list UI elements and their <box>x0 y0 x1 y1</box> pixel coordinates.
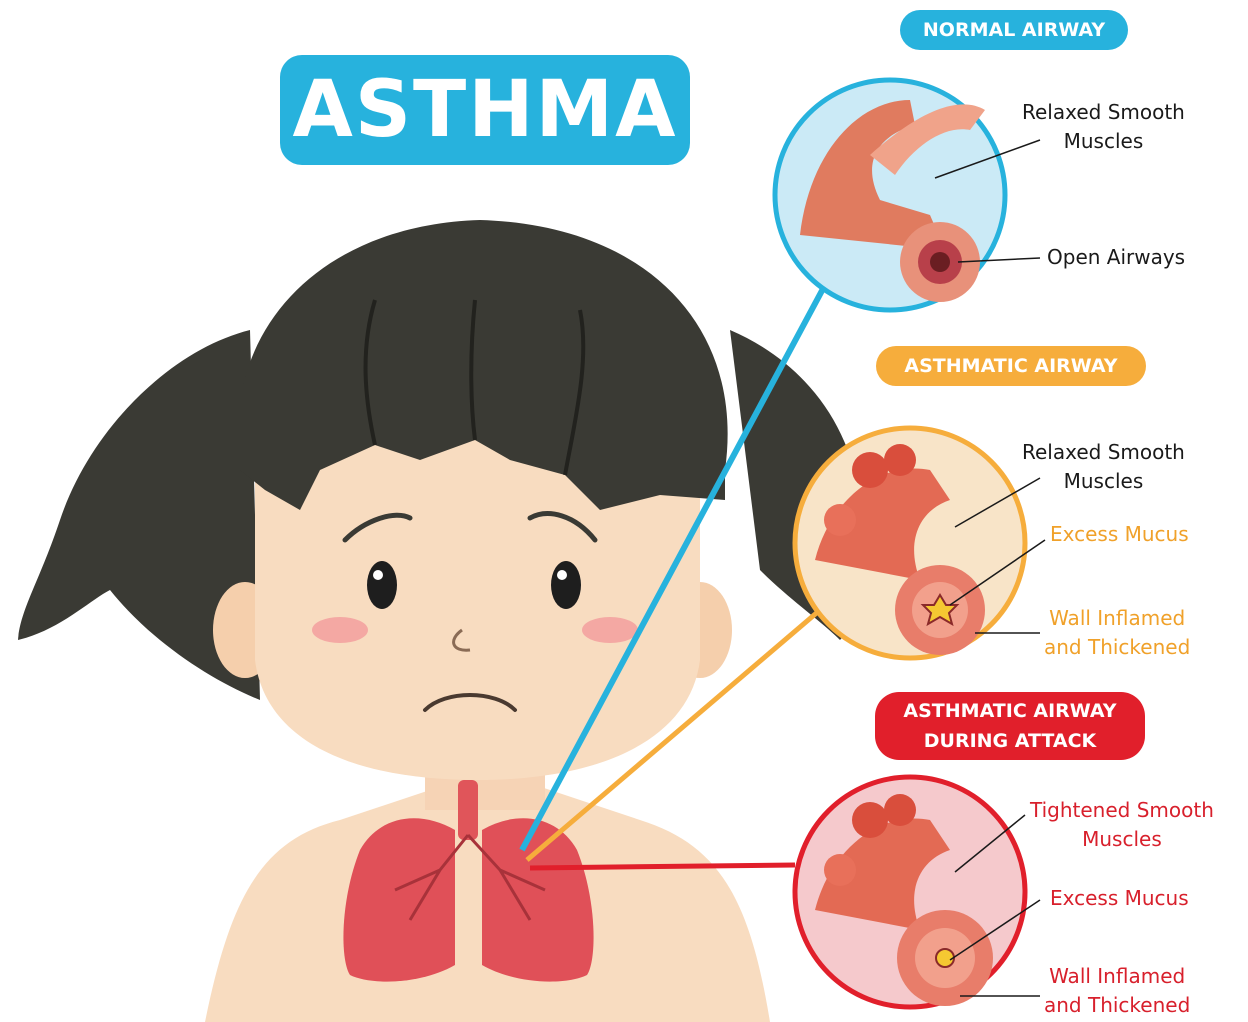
asthmatic-mucus-label: Excess Mucus <box>1050 520 1189 549</box>
asthmatic-wall-line1: Wall Inflamed <box>1044 604 1190 633</box>
normal-relaxed-line1: Relaxed Smooth <box>1022 98 1185 127</box>
normal-airway-circle <box>775 80 1005 310</box>
attack-mucus-label: Excess Mucus <box>1050 884 1189 913</box>
attack-airway-heading: ASTHMATIC AIRWAY DURING ATTACK <box>875 692 1145 760</box>
right-cheek <box>582 617 638 643</box>
asthmatic-relaxed-line2: Muscles <box>1022 467 1185 496</box>
right-eye <box>551 561 581 609</box>
asthmatic-relaxed-label: Relaxed Smooth Muscles <box>1022 438 1185 496</box>
asthmatic-relaxed-line1: Relaxed Smooth <box>1022 438 1185 467</box>
asthmatic-airway-circle <box>795 428 1025 658</box>
attack-tight-line1: Tightened Smooth <box>1030 796 1214 825</box>
left-eye-highlight <box>373 570 383 580</box>
attack-airway-lumen <box>936 949 954 967</box>
attack-heading-line2: DURING ATTACK <box>875 726 1145 756</box>
left-cheek <box>312 617 368 643</box>
attack-airway-circle <box>795 777 1025 1007</box>
trachea <box>458 780 478 840</box>
attack-wall-line2: and Thickened <box>1044 991 1190 1020</box>
attack-tight-line2: Muscles <box>1030 825 1214 854</box>
right-eye-highlight <box>557 570 567 580</box>
left-eye <box>367 561 397 609</box>
page-title: ASTHMA <box>280 55 690 165</box>
attack-heading-line1: ASTHMATIC AIRWAY <box>875 696 1145 726</box>
normal-relaxed-label: Relaxed Smooth Muscles <box>1022 98 1185 156</box>
attack-tight-label: Tightened Smooth Muscles <box>1030 796 1214 854</box>
asthmatic-airway-heading: ASTHMATIC AIRWAY <box>876 346 1146 386</box>
asthmatic-wall-line2: and Thickened <box>1044 633 1190 662</box>
attack-connector <box>530 865 795 868</box>
normal-open-label: Open Airways <box>1047 243 1185 272</box>
attack-wall-line1: Wall Inflamed <box>1044 962 1190 991</box>
attack-wall-label: Wall Inflamed and Thickened <box>1044 962 1190 1020</box>
normal-airway-heading: NORMAL AIRWAY <box>900 10 1128 50</box>
asthmatic-wall-label: Wall Inflamed and Thickened <box>1044 604 1190 662</box>
normal-relaxed-line2: Muscles <box>1022 127 1185 156</box>
